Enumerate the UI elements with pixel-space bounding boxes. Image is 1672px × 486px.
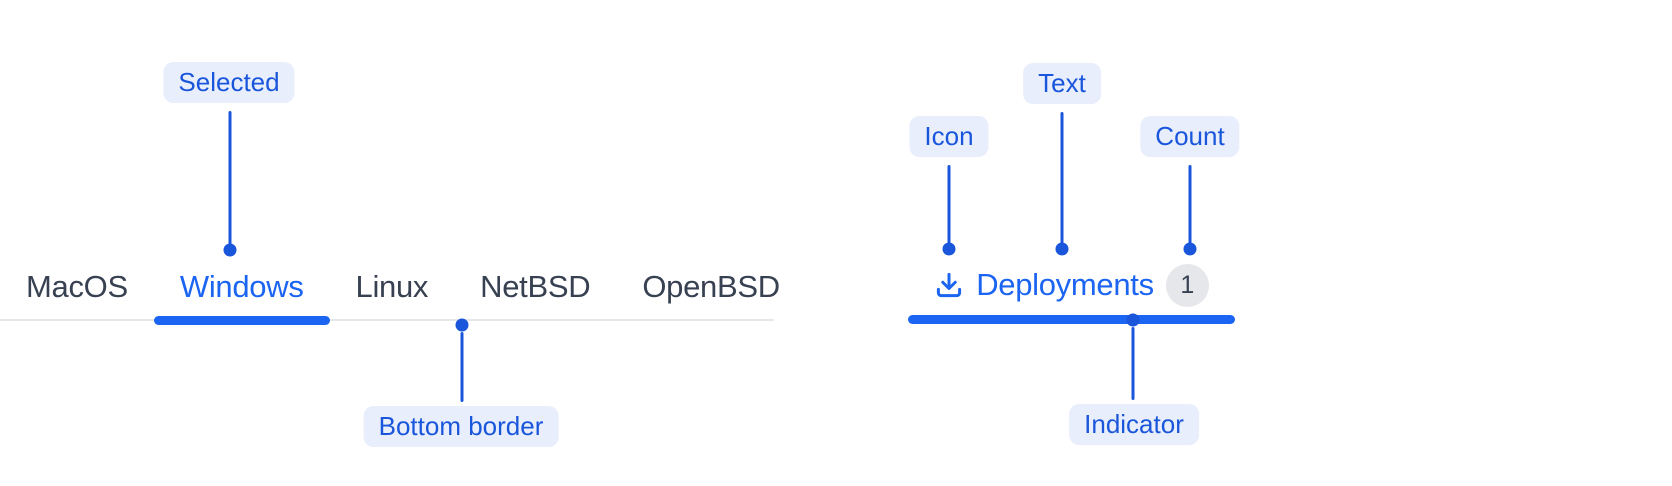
tab-indicator bbox=[908, 315, 1235, 324]
annotation-selected-dot bbox=[223, 243, 237, 257]
annotation-bottom-border-dot bbox=[455, 318, 469, 332]
deployments-tab-button[interactable]: Deployments 1 bbox=[908, 255, 1235, 315]
tab-label: MacOS bbox=[26, 269, 128, 304]
deployments-tab-label: Deployments bbox=[976, 267, 1154, 302]
deployments-tab: Deployments 1 bbox=[908, 255, 1235, 324]
tab-linux[interactable]: Linux bbox=[330, 255, 455, 319]
tab-label: Linux bbox=[355, 269, 429, 304]
annotation-indicator-dot bbox=[1126, 313, 1140, 327]
tab-label: NetBSD bbox=[480, 269, 591, 304]
annotation-count-line bbox=[1188, 165, 1192, 245]
count-badge: 1 bbox=[1165, 263, 1209, 307]
annotation-text-label: Text bbox=[1023, 63, 1101, 104]
annotation-count-dot bbox=[1183, 242, 1197, 256]
download-icon bbox=[934, 270, 964, 300]
tab-label: Windows bbox=[179, 269, 304, 304]
annotation-selected-label: Selected bbox=[163, 62, 295, 103]
annotation-text-dot bbox=[1055, 242, 1069, 256]
tab-list: MacOS Windows Linux NetBSD OpenBSD bbox=[0, 255, 780, 325]
tab-bar-bottom-border bbox=[0, 319, 774, 321]
annotation-icon-dot bbox=[942, 242, 956, 256]
annotation-icon-label: Icon bbox=[909, 116, 989, 157]
annotation-indicator-line bbox=[1131, 327, 1135, 400]
tab-bar: MacOS Windows Linux NetBSD OpenBSD bbox=[0, 255, 780, 325]
tab-openbsd[interactable]: OpenBSD bbox=[616, 255, 805, 319]
annotation-count-label: Count bbox=[1140, 116, 1240, 157]
selected-tab-bottom-border bbox=[153, 315, 330, 325]
tab-windows[interactable]: Windows bbox=[153, 255, 330, 325]
annotation-text-line bbox=[1060, 112, 1064, 245]
annotation-indicator-label: Indicator bbox=[1069, 404, 1199, 445]
tab-netbsd[interactable]: NetBSD bbox=[454, 255, 616, 319]
annotation-bottom-border-label: Bottom border bbox=[363, 406, 559, 447]
annotation-selected-line bbox=[228, 111, 232, 245]
tab-macos[interactable]: MacOS bbox=[0, 255, 154, 319]
annotation-bottom-border-line bbox=[460, 332, 464, 402]
annotation-icon-line bbox=[947, 165, 951, 245]
tab-label: OpenBSD bbox=[642, 269, 780, 304]
